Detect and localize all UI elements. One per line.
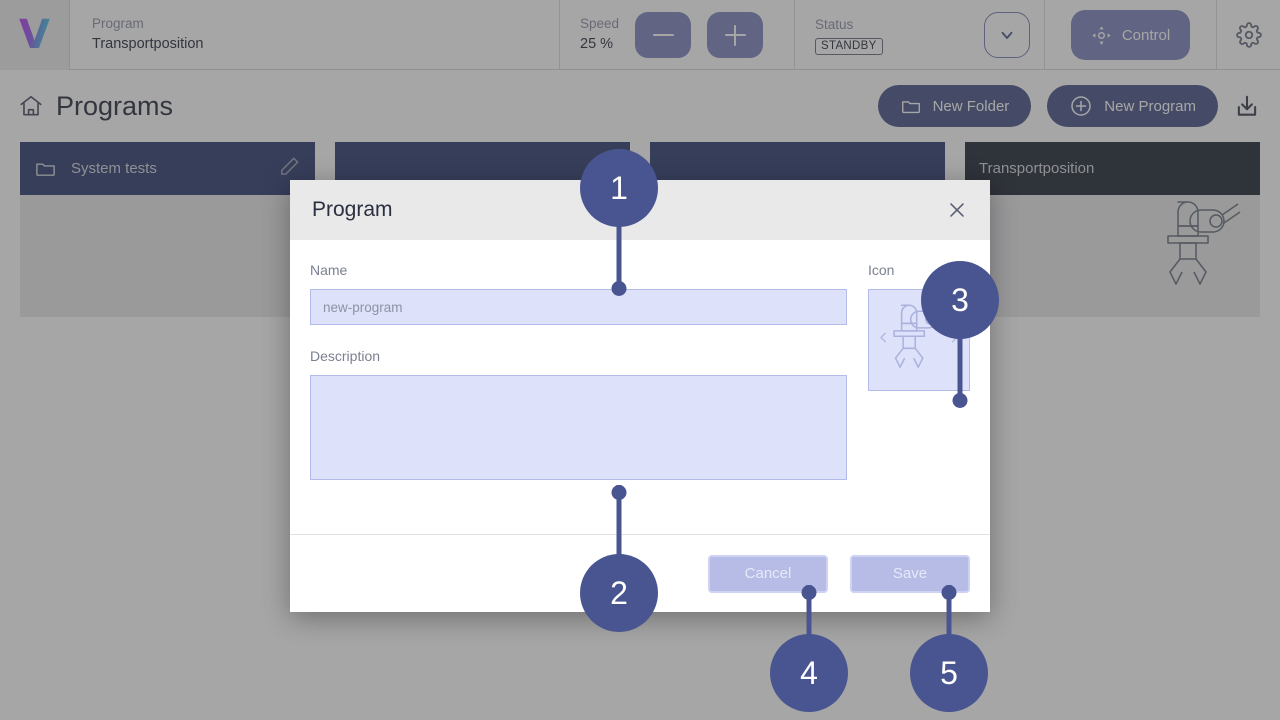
speed-decrease-button[interactable] [635,12,692,58]
home-icon[interactable] [18,93,44,119]
new-program-button[interactable]: New Program [1047,85,1218,127]
speed-control: Speed 25 % [560,0,795,70]
status-label: Status [815,17,854,33]
close-icon [950,203,964,217]
chevron-right-icon [952,332,958,343]
description-field-label: Description [310,348,381,364]
page-header: Programs New Folder New Program [0,70,1280,142]
cancel-button[interactable]: Cancel [708,554,828,593]
plus-icon-vertical [733,24,737,46]
dialog-footer: Cancel Save [290,534,990,612]
folder-icon [901,101,920,114]
status-expand-button[interactable] [984,12,1030,58]
status-readout: Status STANDBY [815,15,883,55]
page-header-actions: New Folder New Program [877,85,1260,127]
save-button[interactable]: Save [850,554,970,593]
name-input[interactable]: new-program [310,289,847,325]
speed-value: 25 % [580,35,614,52]
speed-readout: Speed 25 % [580,14,619,55]
chevron-left-icon [880,332,886,343]
page-title: Programs [56,90,174,121]
app-logo[interactable]: V [0,0,70,70]
card-body [965,195,1260,317]
robot-arm-icon [893,304,949,368]
name-field-label: Name [310,262,348,278]
control-button-label: Control [1121,26,1171,44]
icon-picker[interactable] [868,289,970,391]
program-card-transportposition[interactable]: Transportposition [965,142,1260,317]
speed-increase-button[interactable] [707,12,764,58]
edit-folder-button[interactable] [278,155,301,182]
status-indicator: Status STANDBY [795,0,1045,70]
dialog-header: Program [290,180,990,240]
plus-circle-icon [1071,96,1092,116]
new-folder-button[interactable]: New Folder [877,85,1032,127]
move-target-icon [1092,25,1111,45]
card-title: System tests [71,160,157,177]
gear-icon [1235,22,1262,48]
chevron-down-icon [1001,31,1013,39]
folder-card-system-tests[interactable]: System tests [20,142,315,317]
new-program-label: New Program [1104,97,1196,115]
icon-next-button[interactable] [947,330,962,350]
dialog-title: Program [312,198,393,221]
robot-arm-icon [1160,192,1242,309]
program-indicator: Program Transportposition [70,0,560,70]
settings-section [1217,0,1280,70]
speed-label: Speed [580,16,620,32]
control-section: Control [1045,0,1217,70]
icon-field-label: Icon [868,262,895,278]
card-header: Transportposition [965,142,1260,195]
settings-button[interactable] [1235,22,1262,48]
new-folder-label: New Folder [932,97,1010,115]
minus-icon [652,33,674,37]
icon-prev-button[interactable] [876,330,891,350]
import-button[interactable] [1234,93,1260,119]
program-value: Transportposition [92,35,204,52]
icon-field-column: Icon [868,262,970,534]
download-icon [1237,95,1257,116]
status-badge: STANDBY [815,37,883,55]
dialog-body: Name new-program Description Icon [290,240,990,534]
top-bar: V Program Transportposition Speed 25 % S… [0,0,1280,70]
program-label: Program [92,16,144,32]
pencil-icon [281,157,299,175]
folder-icon [36,163,55,176]
control-button[interactable]: Control [1070,10,1191,60]
card-title: Transportposition [979,160,1095,177]
dialog-fields-column: Name new-program Description [310,262,848,534]
logo-text: V [19,12,50,58]
program-dialog: Program Name new-program Description Ico… [290,180,990,612]
close-dialog-button[interactable] [946,199,968,221]
card-header: System tests [20,142,315,195]
description-textarea[interactable] [310,375,847,480]
